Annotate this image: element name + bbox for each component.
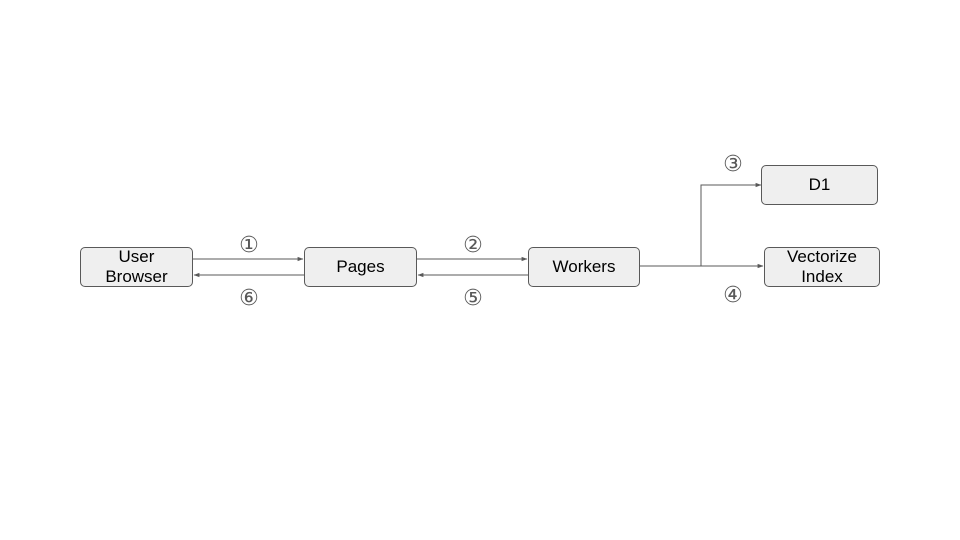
step-6-label: ⑥ [239,286,259,311]
node-user-browser: User Browser [80,247,193,287]
step-5-label: ⑤ [463,286,483,311]
node-vectorize-index: Vectorize Index [764,247,880,287]
step-4-label: ④ [723,283,743,308]
step-1-label: ① [239,233,259,258]
edge-workers-to-d1 [640,182,762,267]
node-d1: D1 [761,165,878,205]
step-2-label: ② [463,233,483,258]
step-3-label: ③ [723,152,743,177]
node-workers: Workers [528,247,640,287]
node-pages: Pages [304,247,417,287]
